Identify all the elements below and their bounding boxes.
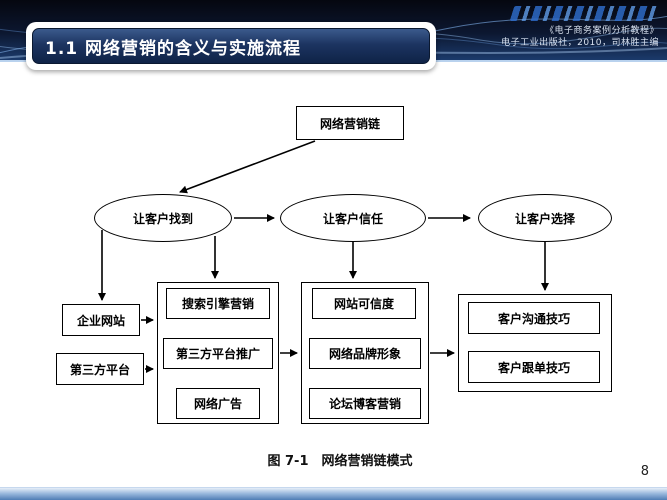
box-company-website: 企业网站: [62, 304, 140, 336]
title-box: 1.1 网络营销的含义与实施流程: [32, 28, 430, 64]
box-follow-up-skills: 客户跟单技巧: [468, 351, 600, 383]
stage-ellipse-choose: 让客户选择: [478, 194, 612, 242]
figure-caption: 图 7-1 网络营销链模式: [267, 454, 413, 469]
box-site-credibility: 网站可信度: [312, 288, 416, 319]
box-third-party-promotion: 第三方平台推广: [163, 338, 273, 369]
box-forum-blog-marketing: 论坛博客营销: [309, 388, 421, 419]
page-title: 1.1 网络营销的含义与实施流程: [45, 38, 302, 59]
stage-ellipse-find: 让客户找到: [94, 194, 232, 242]
stage-ellipse-trust: 让客户信任: [280, 194, 426, 242]
watermark-graphic: [509, 6, 660, 21]
box-online-ads: 网络广告: [176, 388, 260, 419]
page-number: 8: [640, 464, 649, 479]
reference-line-1: 《电子商务案例分析教程》: [544, 26, 659, 36]
box-search-engine-marketing: 搜索引擎营销: [166, 288, 270, 319]
box-communication-skills: 客户沟通技巧: [468, 302, 600, 334]
title-panel: 1.1 网络营销的含义与实施流程: [26, 22, 436, 70]
reference-line-2: 电子工业出版社，2010，司林胜主编: [501, 38, 659, 48]
box-brand-image: 网络品牌形象: [309, 338, 421, 369]
root-node: 网络营销链: [296, 106, 404, 140]
box-third-party-platform: 第三方平台: [56, 353, 144, 385]
connector-layer: [98, 140, 549, 373]
footer-bar: [0, 487, 667, 500]
flowchart: 网络营销链 让客户找到 让客户信任 让客户选择 企业网站 第三方平台 搜索引擎营…: [0, 62, 667, 487]
